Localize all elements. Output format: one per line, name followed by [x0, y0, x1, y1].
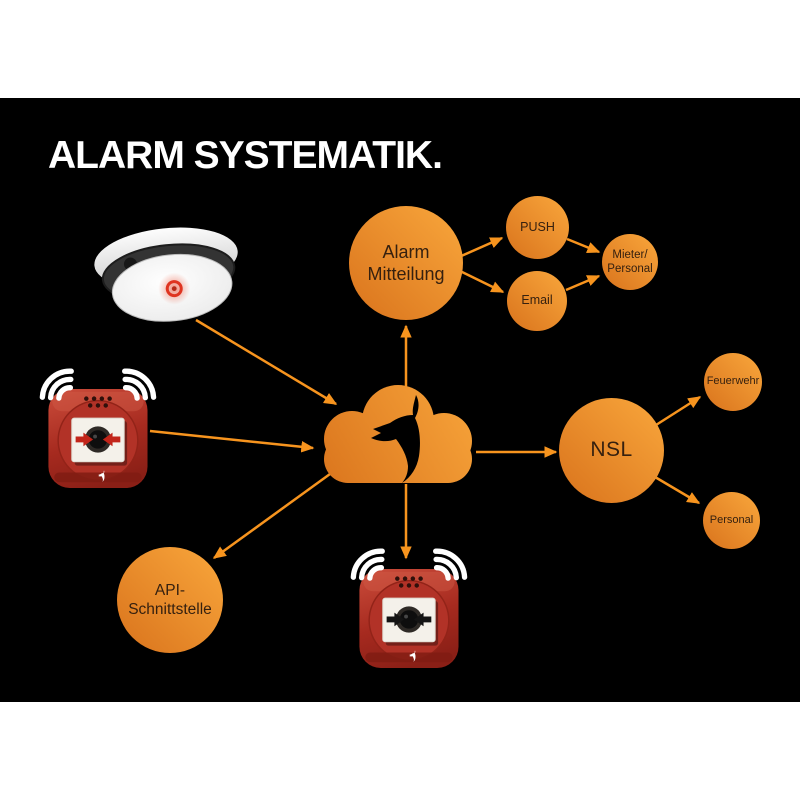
wolf-silhouette-icon — [371, 395, 420, 483]
edge-push-to-mieter-personal — [566, 237, 601, 254]
node-feuerwehr: Feuerwehr — [704, 353, 762, 411]
node-push: PUSH — [506, 196, 569, 259]
node-alarm-mitteilung-label: Alarm Mitteilung — [367, 241, 445, 285]
edge-nsl-to-feuerwehr — [655, 395, 702, 427]
edge-smoke-detector-to-cloud — [195, 318, 338, 406]
wifi-waves-left-icon — [39, 368, 157, 401]
node-nsl-label: NSL — [590, 438, 633, 462]
cloud-wolf-icon — [324, 385, 472, 483]
node-api-schnittstelle-label: API- Schnittstelle — [128, 581, 212, 618]
page-title: ALARM SYSTEMATIK. — [48, 134, 443, 177]
wifi-waves-bottom-icon — [350, 548, 468, 581]
node-alarm-mitteilung: Alarm Mitteilung — [349, 206, 463, 320]
edge-nsl-to-personal — [654, 475, 701, 505]
edge-alarm-mitteilung-to-email — [459, 269, 505, 294]
edge-call-point-left-to-cloud — [149, 429, 315, 453]
node-personal: Personal — [703, 492, 760, 549]
edge-email-to-mieter-personal — [565, 274, 601, 292]
node-push-label: PUSH — [520, 219, 555, 234]
node-api-schnittstelle: API- Schnittstelle — [117, 547, 223, 653]
node-email-label: Email — [521, 293, 553, 308]
edge-alarm-mitteilung-to-push — [458, 236, 504, 259]
node-email: Email — [507, 271, 567, 331]
node-personal-label: Personal — [709, 513, 754, 526]
wireless-call-point-bottom-icon — [350, 548, 468, 669]
smoke-detector-icon — [94, 227, 238, 322]
wireless-call-point-left-icon — [39, 368, 157, 489]
node-nsl: NSL — [559, 398, 664, 503]
edge-cloud-to-api — [212, 472, 331, 560]
node-feuerwehr-label: Feuerwehr — [706, 375, 760, 388]
node-mieter-personal-label: Mieter/ Personal — [607, 248, 653, 275]
node-mieter-personal: Mieter/ Personal — [602, 234, 658, 290]
